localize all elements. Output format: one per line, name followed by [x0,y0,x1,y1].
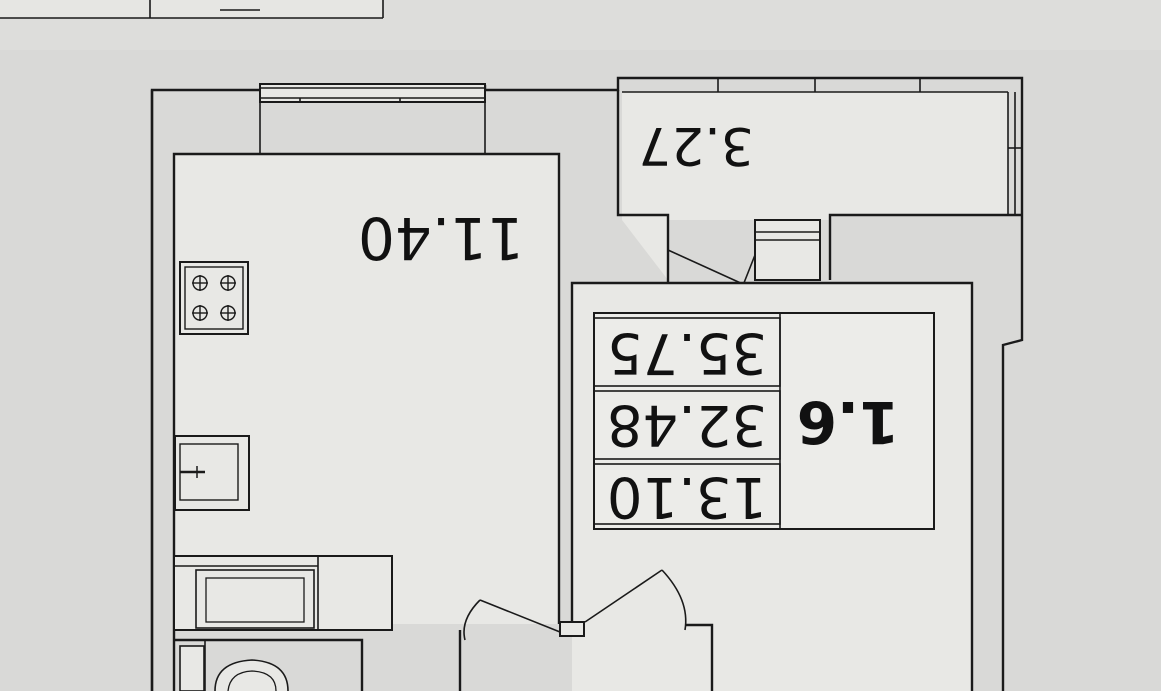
outer-walls [150,76,1024,691]
sink-icon [174,435,250,511]
top-sheet-fragment [0,0,384,19]
area-living-label: 32.48 [607,392,767,457]
kitchen-area-label: 11.40 [358,204,524,272]
area-total-label: 35.75 [607,320,767,385]
cabinet-icon [173,555,393,631]
area-room-label: 13.10 [607,464,767,529]
toilet-icon [174,638,364,691]
kitchen-room [172,152,561,691]
areas-table [593,312,935,530]
apartment-code-label: 1.6 [797,388,900,456]
loggia-room [616,78,1022,282]
interior-doors [458,569,714,691]
balcony-door [667,219,821,299]
loggia-area-label: 3.27 [638,115,754,175]
kitchen-window [259,83,486,154]
stove-icon [179,261,249,335]
